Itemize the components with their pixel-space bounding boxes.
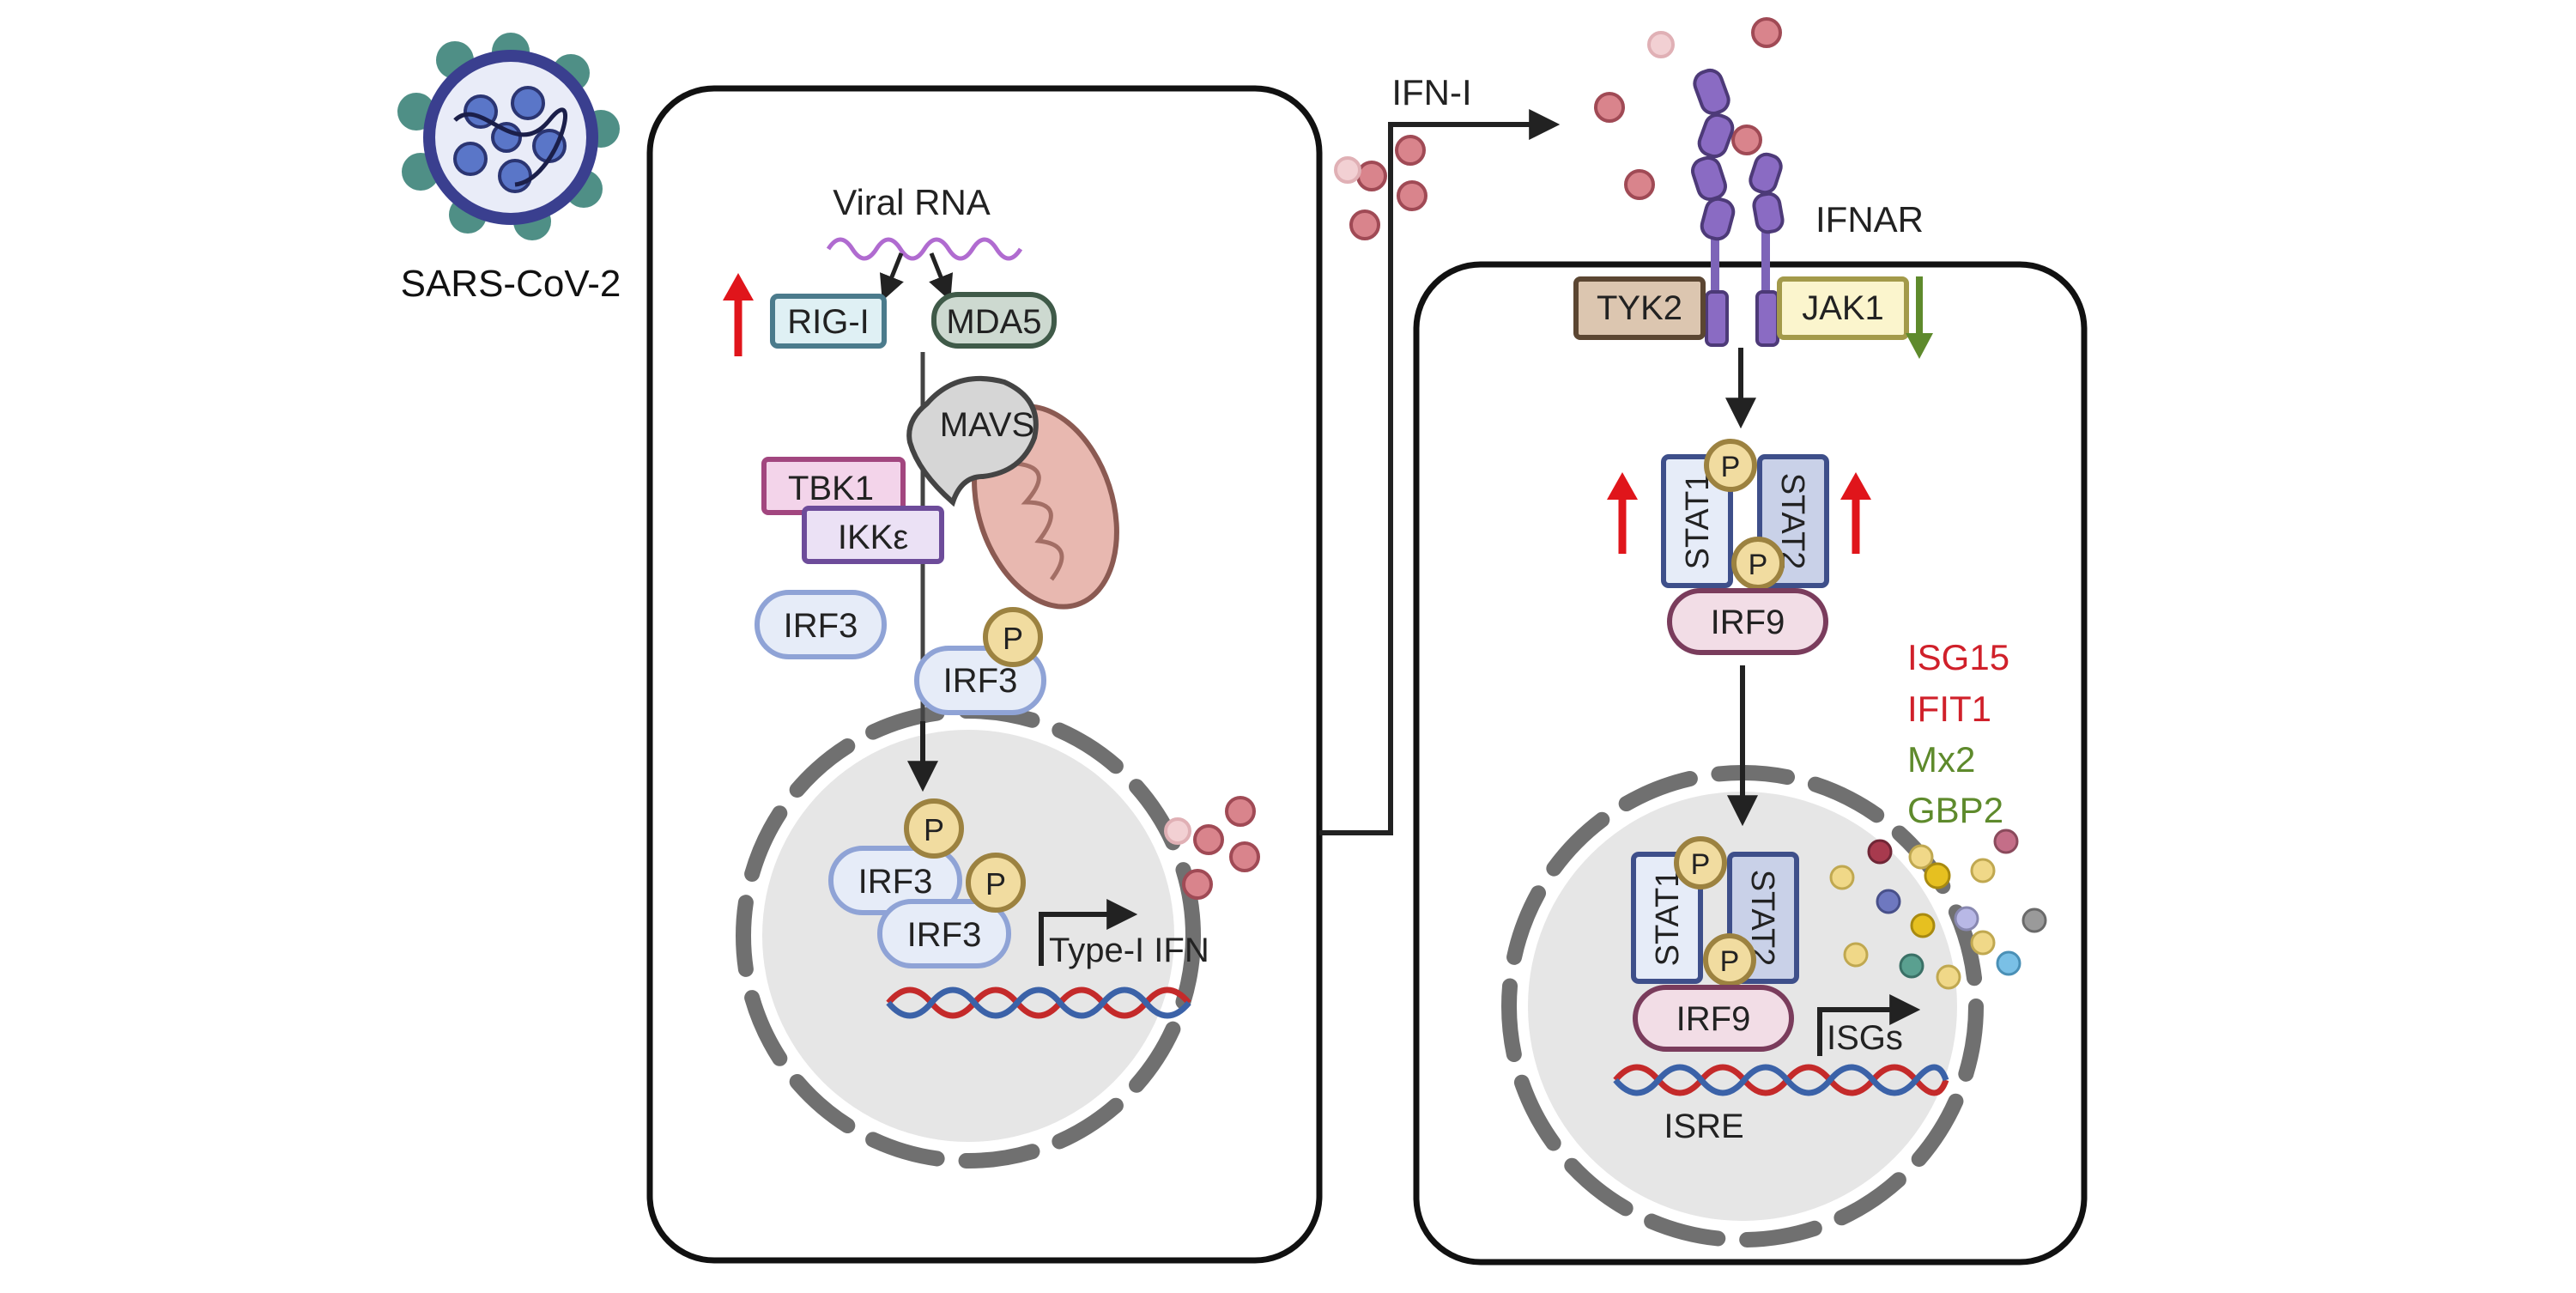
transcription-arrow — [1039, 899, 1138, 966]
mda5-box — [931, 292, 1057, 349]
jak1-box — [1777, 276, 1909, 340]
isg-product-particles — [1829, 829, 2047, 990]
type-i-ifn-label: Type-I IFN — [1049, 932, 1209, 969]
irf3-dimer-a-label: IRF3 — [858, 863, 933, 901]
isg-item-gbp2: GBP2 — [1907, 790, 2003, 830]
dna-helix — [1613, 1064, 1949, 1096]
irf3-inactive — [755, 590, 887, 659]
isg-item-ifit1: IFIT1 — [1907, 689, 1991, 729]
isg-transcription-arrow — [1817, 994, 1921, 1056]
isg-item-mx2: Mx2 — [1907, 739, 1975, 780]
irf9-box — [1667, 588, 1828, 655]
irf9-box — [1633, 985, 1794, 1052]
ikke-label: IKKε — [838, 519, 908, 556]
phospho-badge — [1674, 836, 1727, 889]
phospho-label: P — [1749, 549, 1768, 581]
phospho-label: P — [1691, 848, 1711, 881]
tyk2-label: TYK2 — [1597, 289, 1682, 327]
isre-label: ISRE — [1664, 1108, 1743, 1145]
phospho-label: P — [1721, 451, 1741, 483]
phospho-badge — [983, 607, 1043, 667]
rna-to-mda5-arrow — [929, 252, 954, 301]
stat1-label: STAT1 — [1650, 870, 1686, 967]
virus-icon — [397, 33, 620, 240]
irf3-inactive-label: IRF3 — [784, 607, 858, 645]
ifn-particles-cluster — [1164, 796, 1260, 900]
irf3-phospho-label: IRF3 — [943, 662, 1018, 700]
tbk1-label: TBK1 — [788, 470, 874, 507]
irf9-label: IRF9 — [1711, 604, 1785, 641]
phospho-badge — [1703, 933, 1756, 986]
phospho-badge — [966, 853, 1026, 913]
phospho-label: P — [924, 812, 944, 847]
phospho-label: P — [1003, 621, 1023, 656]
rna-to-rigi-arrow — [879, 252, 904, 301]
ifn-secretion-arrow — [1319, 109, 1561, 835]
tyk2-box — [1573, 276, 1706, 340]
phospho-badge — [1704, 439, 1757, 492]
virus-label: SARS-CoV-2 — [401, 263, 621, 305]
mavs-label: MAVS — [940, 406, 1034, 444]
rigi-label: RIG-I — [787, 303, 870, 341]
phospho-badge — [1731, 537, 1785, 590]
rigi-up-arrow — [723, 273, 754, 356]
dna-helix — [886, 986, 1191, 1019]
phospho-label: P — [985, 866, 1006, 901]
viral-rna-label: Viral RNA — [833, 182, 991, 222]
ifn-particles-secreted — [1334, 17, 1782, 240]
stat2-up-arrow — [1840, 472, 1871, 554]
jak1-label: JAK1 — [1802, 289, 1884, 327]
ifnar-receptor — [1691, 68, 1785, 347]
mda5-label: MDA5 — [946, 303, 1041, 341]
viral-rna-strand — [826, 237, 1023, 261]
isg-item-isg15: ISG15 — [1907, 637, 2009, 677]
ifnar-label: IFNAR — [1815, 199, 1924, 240]
irf3-dimer-b-label: IRF3 — [907, 916, 982, 954]
isgs-label: ISGs — [1827, 1019, 1903, 1057]
phospho-label: P — [1720, 945, 1740, 978]
ikke-box — [802, 506, 944, 564]
stat1-up-arrow — [1607, 472, 1638, 554]
stat1-box — [1631, 852, 1703, 984]
irf9-label: IRF9 — [1676, 1000, 1751, 1038]
isg-list: ISG15 IFIT1 Mx2 GBP2 — [1907, 637, 2009, 830]
rigi-box — [770, 294, 887, 349]
mavs-shape — [906, 375, 1039, 507]
phospho-badge — [904, 798, 964, 859]
irf3-dimer-b — [877, 899, 1011, 968]
ifn-i-label: IFN-I — [1391, 72, 1471, 112]
stat1-box — [1661, 454, 1733, 588]
stat1-label: STAT1 — [1680, 473, 1716, 570]
jak1-down-arrow — [1906, 276, 1933, 359]
